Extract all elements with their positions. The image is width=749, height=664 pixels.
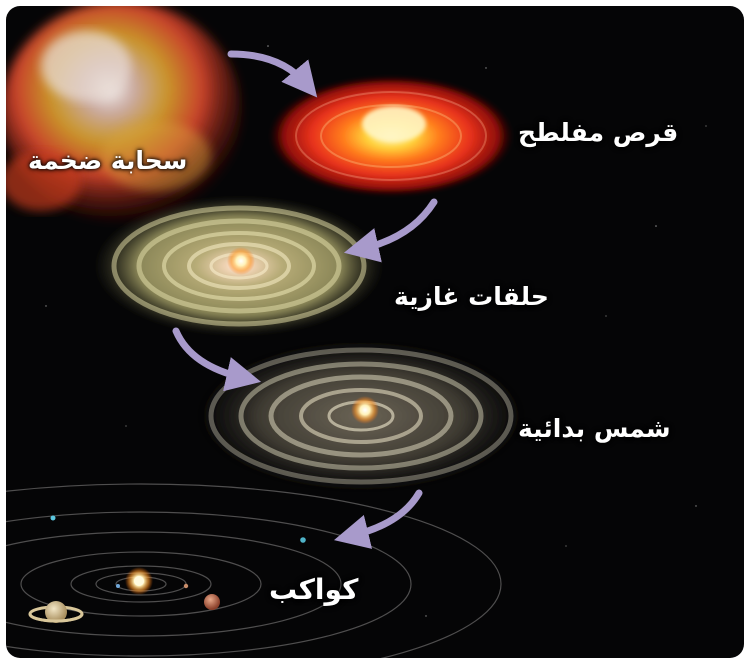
stage-label-sun: شمس بدائية: [518, 414, 671, 443]
background-stars: [45, 45, 707, 617]
arrow-disk-to-rings: [343, 198, 438, 263]
diagram-canvas: سحابة ضخمة قرص مفلطح حلقات غازية شمس بدا…: [6, 6, 744, 658]
stage-label-planets: كواكب: [269, 573, 359, 606]
nebula-cloud-icon: [6, 6, 241, 221]
planet-saturn-icon: [28, 601, 84, 623]
arrow-sun-to-planets: [333, 489, 423, 549]
solar-system-icon: [6, 483, 502, 658]
planet-mars-icon: [204, 594, 220, 610]
protosun-icon: [191, 338, 531, 494]
solar-system-formation-diagram: [6, 6, 707, 658]
hot-disk-icon: [269, 76, 513, 196]
stage-label-cloud: سحابة ضخمة: [28, 146, 188, 175]
stage-label-rings: حلقات غازية: [394, 282, 549, 311]
gas-rings-icon: [94, 196, 384, 336]
stage-label-disk: قرص مفلطح: [518, 118, 679, 147]
arrow-rings-to-sun: [172, 327, 262, 392]
arrow-cloud-to-disk: [227, 50, 318, 98]
flow-arrows: [172, 50, 438, 549]
